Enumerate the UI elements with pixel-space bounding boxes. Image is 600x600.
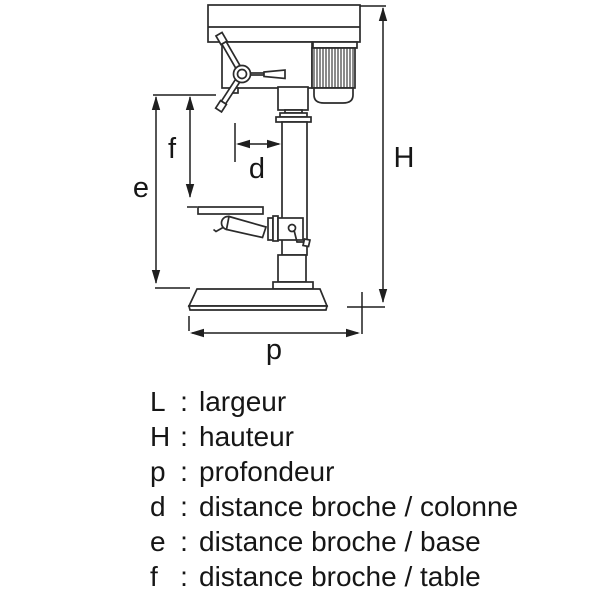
dimension-e: e	[133, 96, 161, 284]
spindle-housing	[277, 86, 309, 111]
legend-desc: distance broche / colonne	[199, 491, 519, 522]
dimensions: H e f d	[133, 5, 415, 366]
legend: L : largeur H : hauteur p : profondeur d…	[148, 384, 518, 594]
legend-colon: :	[180, 491, 188, 522]
legend-key: f	[150, 561, 158, 592]
table-lock-lever	[212, 226, 224, 233]
legend-desc: largeur	[199, 386, 287, 417]
drill-press-machine	[187, 4, 361, 311]
hand-wheel	[214, 31, 286, 114]
legend-row-H: H : hauteur	[148, 419, 518, 454]
legend-key: e	[150, 526, 166, 557]
crank-hub	[287, 223, 297, 233]
legend-row-e: e : distance broche / base	[148, 524, 518, 559]
table-assembly	[197, 206, 312, 248]
column-foot	[272, 281, 314, 290]
label-e: e	[133, 172, 149, 204]
legend-desc: distance broche / table	[199, 561, 481, 592]
legend-key: p	[150, 456, 166, 487]
legend-row-L: L : largeur	[148, 384, 518, 419]
legend-key: H	[150, 421, 171, 452]
label-f: f	[168, 133, 177, 165]
legend-colon: :	[180, 526, 188, 557]
table	[197, 206, 264, 215]
label-p: p	[266, 334, 282, 366]
motor-fins	[313, 48, 354, 88]
legend-row-d: d : distance broche / colonne	[148, 489, 518, 524]
crank-grip	[301, 238, 312, 248]
base	[187, 288, 329, 311]
legend-colon: :	[180, 421, 188, 452]
label-H: H	[394, 142, 415, 174]
legend-colon: :	[180, 386, 188, 417]
column-sleeve	[277, 254, 307, 283]
legend-key: d	[150, 491, 166, 522]
label-d: d	[249, 153, 265, 185]
legend-colon: :	[180, 561, 188, 592]
motor	[311, 41, 358, 104]
dimension-d: d	[234, 123, 281, 185]
legend-desc: hauteur	[199, 421, 294, 452]
belt-cover	[207, 4, 361, 43]
dimension-f: f	[168, 96, 195, 198]
legend-colon: :	[180, 456, 188, 487]
dimension-p: p	[188, 292, 363, 366]
spindle-and-column	[272, 86, 314, 290]
motor-end-cap	[313, 87, 354, 104]
legend-desc: profondeur	[199, 456, 335, 487]
legend-desc: distance broche / base	[199, 526, 481, 557]
dimension-H: H	[347, 5, 415, 308]
legend-row-f: f : distance broche / table	[148, 559, 518, 594]
crank-handle	[293, 229, 305, 243]
table-arm	[225, 215, 268, 239]
legend-key: L	[150, 386, 166, 417]
legend-row-p: p : profondeur	[148, 454, 518, 489]
